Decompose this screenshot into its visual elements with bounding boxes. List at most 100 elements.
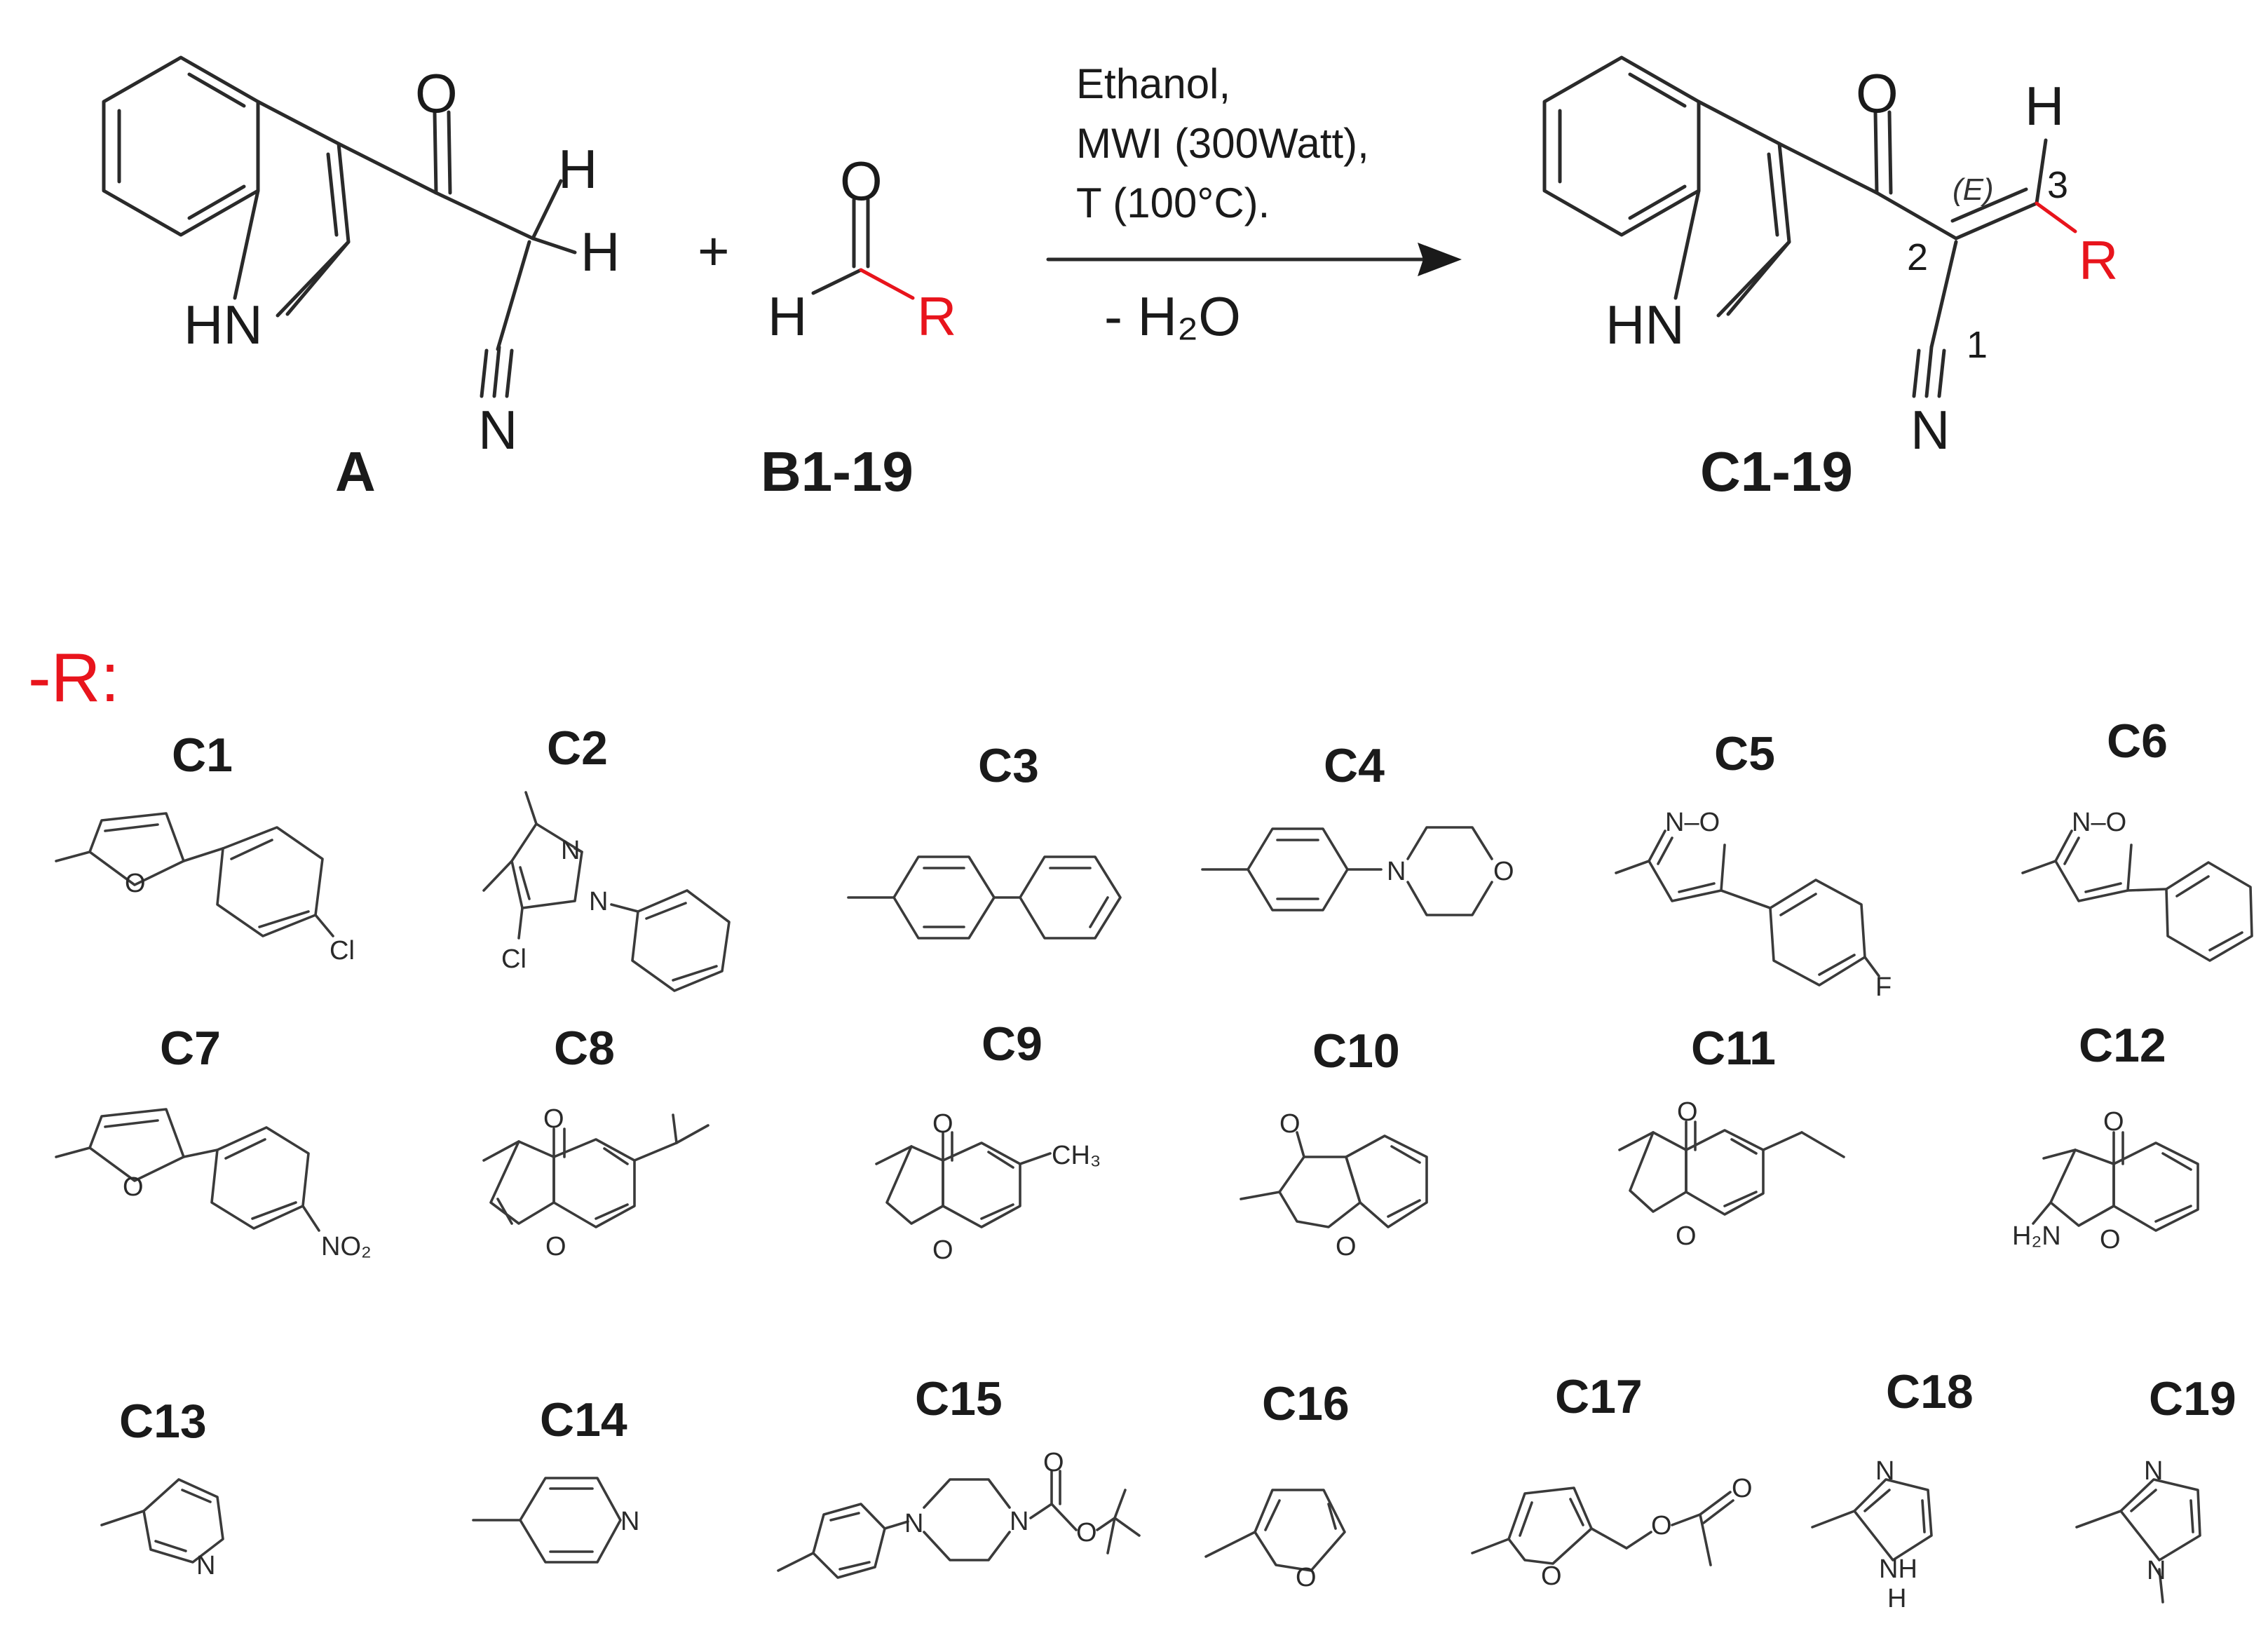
atom-o: O — [932, 1235, 953, 1265]
atom-nh: NH — [1879, 1554, 1917, 1584]
atom-o: O — [840, 150, 883, 212]
atom-o: O — [1076, 1518, 1097, 1547]
reactant-b-structure — [811, 198, 915, 300]
atom-n: N — [2147, 1556, 2166, 1585]
r-group-c16 — [1204, 1489, 1346, 1572]
atom-n: N — [1910, 399, 1950, 461]
atom-o: O — [2100, 1225, 2121, 1254]
atom-n: N — [1010, 1507, 1028, 1536]
atom-f: F — [1875, 973, 1892, 1002]
atom-n-o: N–O — [2072, 808, 2126, 837]
atom-o: O — [1677, 1097, 1698, 1127]
r-group-c7 — [55, 1108, 320, 1232]
atom-cl: Cl — [501, 944, 527, 974]
r-group-c10 — [1240, 1131, 1428, 1228]
product-structure — [1542, 55, 2077, 398]
condition-line: MWI (300Watt), — [1076, 120, 1369, 167]
r-group-heading: -R: — [28, 639, 120, 716]
atom-n: N — [196, 1551, 215, 1580]
plus-sign: + — [698, 220, 730, 282]
atom-o: O — [1856, 62, 1899, 124]
r-group-c2 — [482, 791, 731, 992]
atom-h: H — [2025, 75, 2064, 137]
atom-o: O — [415, 62, 458, 124]
atom-n-o: N–O — [1665, 808, 1720, 837]
compound-label: C7 — [160, 1022, 221, 1075]
r-group-atom: R — [917, 285, 956, 347]
atom-n: N — [1875, 1456, 1894, 1486]
atom-o: O — [543, 1104, 564, 1134]
compound-label: C3 — [978, 739, 1039, 792]
r-group-c19 — [2075, 1478, 2201, 1604]
atom-o: O — [2103, 1107, 2124, 1137]
compound-label: C1 — [172, 729, 233, 782]
compound-label: C10 — [1312, 1024, 1400, 1078]
atom-h2n: H₂N — [2012, 1221, 2061, 1251]
r-group-c18 — [1811, 1478, 1933, 1561]
compound-label: C5 — [1714, 727, 1775, 780]
condition-line: Ethanol, — [1076, 60, 1230, 107]
compound-label: C8 — [554, 1022, 615, 1075]
product-label: C1-19 — [1700, 440, 1853, 503]
atom-o: O — [1732, 1474, 1753, 1503]
atom-n: N — [904, 1509, 923, 1538]
compound-label: C18 — [1886, 1365, 1974, 1418]
r-group-c1 — [55, 812, 334, 937]
atom-o: O — [1279, 1109, 1301, 1139]
r-group-c9 — [875, 1131, 1052, 1228]
atom-number: 2 — [1907, 236, 1928, 278]
r-group-c3 — [847, 855, 1122, 940]
atom-o: O — [1493, 857, 1514, 886]
atom-o: O — [1296, 1563, 1317, 1592]
compound-label: C16 — [1262, 1377, 1350, 1430]
atom-n: N — [589, 887, 608, 916]
atom-o: O — [123, 1172, 144, 1202]
atom-h: H — [1887, 1584, 1906, 1613]
compound-label: C17 — [1555, 1370, 1643, 1423]
indole-benzene-ring — [102, 55, 260, 237]
atom-number: 3 — [2047, 164, 2068, 206]
r-group-c11 — [1618, 1120, 1845, 1216]
compound-label: C4 — [1324, 739, 1385, 792]
atom-n: N — [561, 836, 580, 865]
atom-h: H — [558, 138, 597, 200]
atom-o: O — [932, 1109, 953, 1139]
compound-label: C9 — [982, 1017, 1043, 1071]
reactant-a-structure — [102, 55, 577, 398]
atom-h: H — [768, 285, 807, 347]
atom-no2: NO₂ — [321, 1232, 372, 1261]
r-group-c6 — [2021, 829, 2253, 962]
r-group-c13 — [100, 1478, 224, 1564]
reactant-a-label: A — [335, 440, 376, 503]
reaction-arrow — [1046, 243, 1462, 276]
atom-o: O — [1336, 1232, 1357, 1261]
reactant-b-label: B1-19 — [761, 440, 914, 503]
compound-label: C13 — [119, 1395, 207, 1448]
r-group-c15 — [777, 1470, 1141, 1579]
atom-o: O — [1541, 1561, 1562, 1591]
atom-ch3: CH₃ — [1052, 1141, 1101, 1170]
atom-hn: HN — [184, 294, 263, 355]
atom-h: H — [580, 221, 620, 283]
compound-label: C14 — [540, 1393, 627, 1447]
r-group-c4 — [1201, 826, 1493, 916]
r-group-c12 — [2032, 1131, 2199, 1232]
r-group-c14 — [472, 1477, 622, 1564]
atom-o: O — [1651, 1511, 1672, 1540]
compound-label: C6 — [2107, 714, 2168, 768]
atom-o: O — [1676, 1221, 1697, 1251]
byproduct-water: - H₂O — [1104, 285, 1241, 347]
compound-label: C2 — [547, 721, 608, 775]
atom-n: N — [478, 399, 517, 461]
atom-n: N — [2144, 1456, 2163, 1486]
atom-n: N — [620, 1507, 639, 1536]
atom-o: O — [125, 869, 146, 898]
compound-label: C12 — [2079, 1019, 2166, 1072]
atom-o: O — [545, 1232, 566, 1261]
compound-label: C11 — [1691, 1022, 1776, 1075]
r-group-c17 — [1471, 1486, 1734, 1566]
r-group-c5 — [1615, 829, 1880, 987]
atom-number: 1 — [1967, 324, 1988, 366]
atom-cl: Cl — [330, 936, 355, 966]
